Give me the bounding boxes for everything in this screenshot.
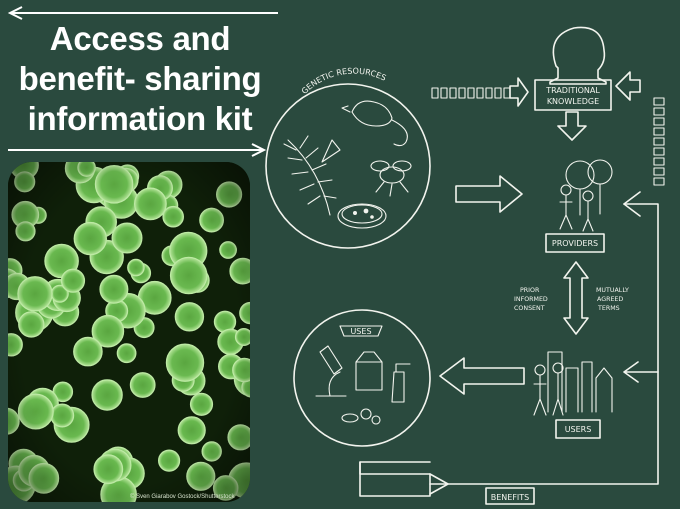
title-line-3: information kit (27, 100, 253, 137)
providers-label: PROVIDERS (552, 239, 598, 248)
uses-label: USES (350, 327, 371, 336)
providers-node: PROVIDERS (545, 159, 613, 253)
dash-box (458, 87, 466, 99)
arrow-to-uses-icon (439, 357, 525, 395)
svg-text:CONSENT: CONSENT (514, 305, 545, 312)
users-node: USERS (533, 351, 613, 439)
dash-box (653, 117, 665, 126)
dash-box (476, 87, 484, 99)
microscope-icon (315, 345, 347, 397)
rodent-icon (341, 100, 408, 147)
svg-text:INFORMED: INFORMED (514, 296, 548, 303)
traditional-label-1: TRADITIONAL (545, 86, 600, 95)
cell-microscopy-photo (8, 162, 250, 502)
dash-box (653, 177, 665, 186)
dash-box (653, 147, 665, 156)
benefits-label: BENEFITS (491, 493, 530, 502)
dashed-return-path-icon (615, 71, 665, 186)
dash-box (485, 87, 493, 99)
fern-leaf-icon (283, 135, 341, 216)
dash-box (653, 137, 665, 146)
svg-text:TERMS: TERMS (597, 305, 620, 312)
svg-text:PRIOR: PRIOR (520, 287, 540, 294)
traditional-knowledge-node: TRADITIONAL KNOWLEDGE (534, 26, 612, 111)
arrow-to-providers-icon (455, 175, 523, 213)
uses-node: USES (293, 309, 431, 447)
dashed-arrow-right-icon (431, 77, 529, 107)
photo-credit: © Sven Giarabov Gostock/Shutterstock (130, 494, 235, 500)
dash-box (653, 97, 665, 106)
svg-text:MUTUALLY: MUTUALLY (596, 287, 629, 294)
dash-box (653, 167, 665, 176)
mutually-agreed-terms-label: MUTUALLY AGREED TERMS (596, 287, 629, 312)
prior-informed-consent-label: PRIOR INFORMED CONSENT (514, 287, 548, 312)
dash-box (449, 87, 457, 99)
genetic-resources-node: GENETIC RESOURCES (265, 67, 431, 249)
pills-icon (341, 408, 381, 425)
title-line-2: benefit- sharing (18, 60, 262, 97)
dash-box (653, 127, 665, 136)
benefits-return-path: BENEFITS (359, 191, 659, 505)
cell-cluster-image (8, 162, 250, 502)
insect-icon (370, 160, 412, 197)
double-arrow-icon (563, 261, 589, 335)
milk-carton-icon (355, 351, 383, 391)
dash-box (440, 87, 448, 99)
dash-box (503, 87, 511, 99)
dash-box (431, 87, 439, 99)
dash-box (653, 157, 665, 166)
title-line-1: Access and (49, 20, 231, 57)
petri-dish-icon (337, 203, 387, 229)
traditional-label-2: KNOWLEDGE (547, 97, 599, 106)
dash-box (494, 87, 502, 99)
svg-text:AGREED: AGREED (597, 296, 623, 303)
dash-box (467, 87, 475, 99)
spray-bottle-icon (391, 363, 411, 403)
dash-box (653, 107, 665, 116)
users-label: USERS (565, 425, 592, 434)
arrow-down-icon (557, 111, 587, 141)
